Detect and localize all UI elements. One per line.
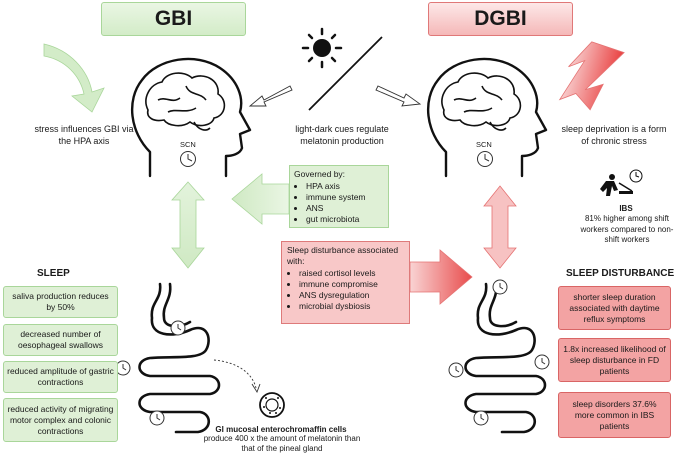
clock-gut-left-3-icon bbox=[149, 410, 165, 426]
dgbi-title: DGBI bbox=[428, 2, 573, 36]
scn-label-right: SCN bbox=[476, 140, 492, 149]
clock-gut-left-1-icon bbox=[170, 320, 186, 336]
clock-gut-right-2-icon bbox=[448, 362, 464, 378]
disturbance-item: ANS dysregulation bbox=[299, 290, 404, 301]
clock-gut-right-3-icon bbox=[534, 354, 550, 370]
ibs-title: IBS bbox=[619, 204, 633, 213]
light-cue-arrow-left-icon bbox=[248, 85, 293, 107]
enterochromaffin-text: produce 400 x the amount of melatonin th… bbox=[203, 434, 361, 453]
shift-worker-icon bbox=[600, 169, 643, 196]
sleep-disturbance-item: sleep disorders 37.6% more common in IBS… bbox=[558, 392, 671, 438]
governed-by-box: Governed by: HPA axis immune system ANS … bbox=[289, 165, 389, 228]
enterochromaffin-title: GI mucosal enterochromaffin cells bbox=[215, 425, 347, 434]
divider-line bbox=[308, 36, 383, 111]
disturbance-title: Sleep disturbance associated with: bbox=[287, 245, 399, 266]
governed-item: gut microbiota bbox=[306, 214, 384, 225]
clock-left-icon bbox=[180, 151, 196, 167]
lightning-icon bbox=[558, 41, 625, 111]
clock-gut-right-1-icon bbox=[492, 279, 508, 295]
sleep-disturbance-heading: SLEEP DISTURBANCE bbox=[566, 268, 675, 279]
governed-item: immune system bbox=[306, 192, 384, 203]
disturbance-item: raised cortisol levels bbox=[299, 268, 404, 279]
governed-title: Governed by: bbox=[294, 169, 346, 179]
disturbance-item: immune compromise bbox=[299, 279, 404, 290]
stress-arrow-icon bbox=[43, 43, 105, 113]
head-left-icon bbox=[130, 57, 252, 178]
sleep-heading: SLEEP bbox=[37, 268, 70, 279]
scn-label-left: SCN bbox=[180, 140, 196, 149]
gbi-vertical-arrow-icon bbox=[171, 181, 205, 269]
sleep-item: decreased number of oesophageal swallows bbox=[3, 324, 118, 356]
disturbance-arrow-icon bbox=[409, 249, 473, 305]
sleep-item: reduced amplitude of gastric contraction… bbox=[3, 361, 118, 393]
brain-left-icon bbox=[145, 72, 226, 131]
governed-arrow-icon bbox=[231, 173, 290, 225]
gut-left-icon bbox=[138, 282, 221, 434]
sleep-item: reduced activity of migrating motor comp… bbox=[3, 398, 118, 442]
sun-icon bbox=[301, 27, 343, 69]
gbi-title: GBI bbox=[101, 2, 246, 36]
brain-right-icon bbox=[441, 72, 522, 131]
gut-right-icon bbox=[464, 282, 547, 434]
cell-pointer-icon bbox=[213, 359, 257, 389]
light-cue-arrow-right-icon bbox=[375, 85, 422, 107]
stress-note: stress influences GBI via the HPA axis bbox=[34, 124, 134, 146]
sleep-item: saliva production reduces by 50% bbox=[3, 286, 118, 318]
sleep-disturbance-item: shorter sleep duration associated with d… bbox=[558, 286, 671, 330]
dgbi-vertical-arrow-icon bbox=[483, 185, 517, 269]
ibs-text: 81% higher among shift workers compared … bbox=[580, 214, 674, 244]
sleep-deprivation-note: sleep deprivation is a form of chronic s… bbox=[561, 124, 667, 146]
clock-right-icon bbox=[477, 151, 493, 167]
governed-item: HPA axis bbox=[306, 181, 384, 192]
governed-item: ANS bbox=[306, 203, 384, 214]
sleep-disturbance-effects-box: Sleep disturbance associated with: raise… bbox=[281, 241, 410, 324]
head-right-icon bbox=[426, 57, 548, 178]
cell-icon bbox=[259, 392, 285, 418]
light-dark-note: light-dark cues regulate melatonin produ… bbox=[295, 124, 389, 146]
clock-gut-left-2-icon bbox=[115, 360, 131, 376]
moon-icon bbox=[353, 77, 376, 113]
sleep-disturbance-item: 1.8x increased likelihood of sleep distu… bbox=[558, 338, 671, 382]
clock-gut-right-4-icon bbox=[473, 410, 489, 426]
disturbance-item: microbial dysbiosis bbox=[299, 301, 404, 312]
